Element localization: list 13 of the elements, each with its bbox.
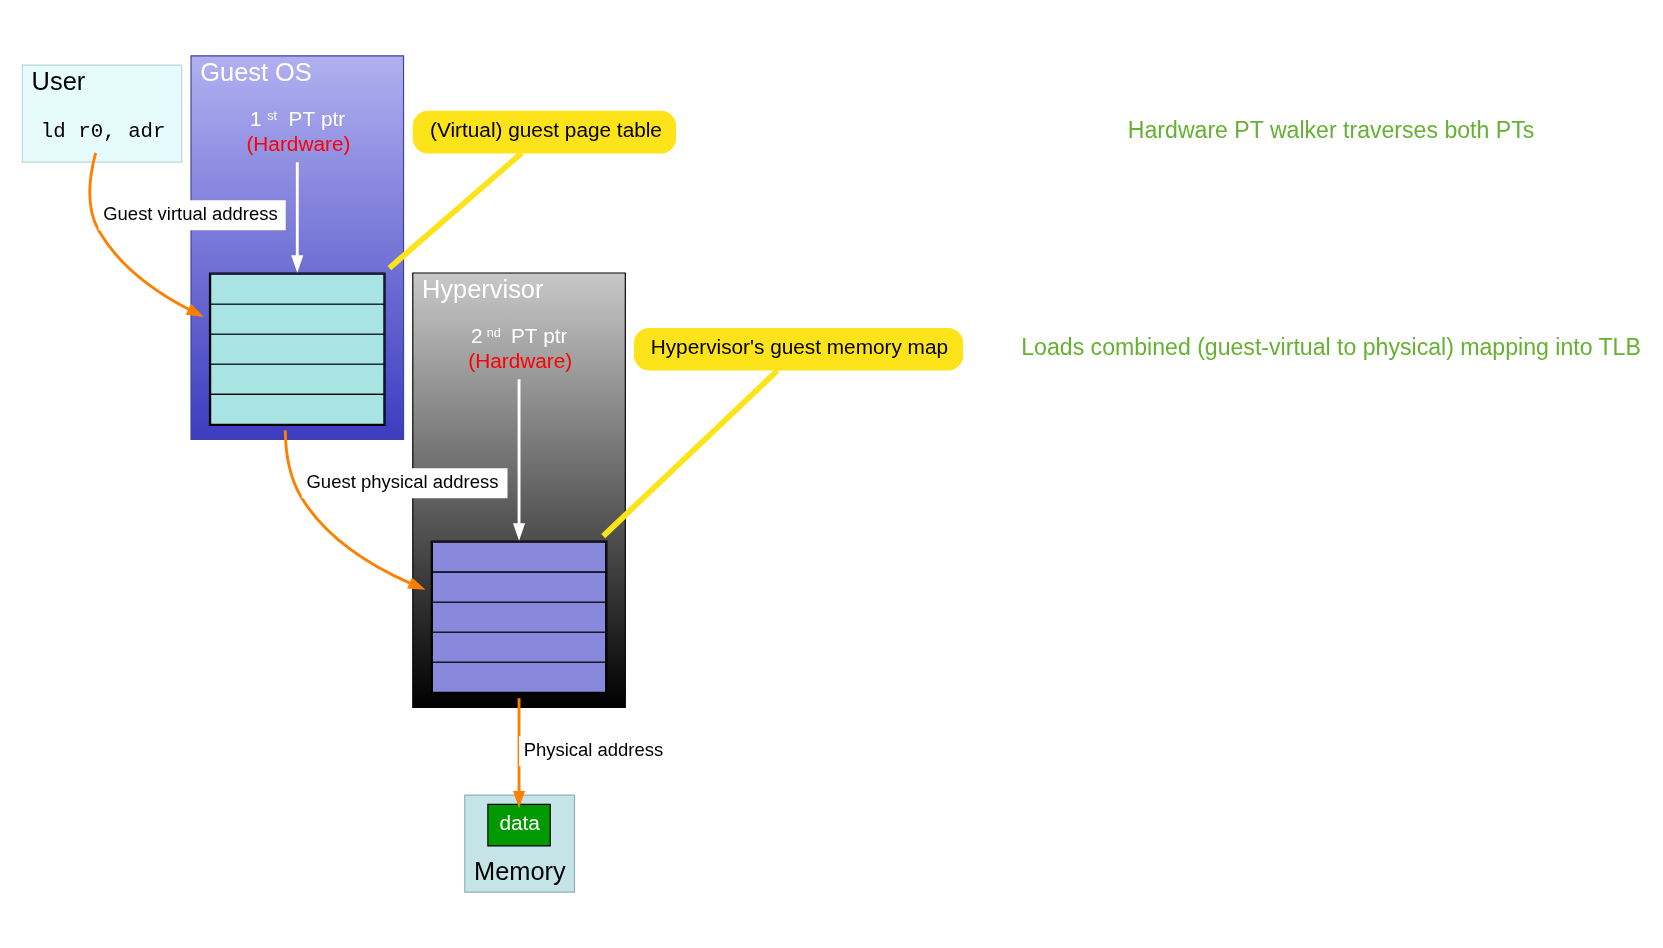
- node-box: (Virtual) guest page table: [412, 110, 677, 154]
- arrow: [512, 379, 526, 541]
- arrow: [283, 430, 426, 590]
- label: Hardware PT walker traverses both PTs: [1127, 116, 1535, 143]
- arrow: [88, 152, 204, 317]
- edge-label: Physical address: [523, 738, 664, 760]
- label: Loads combined (guest-virtual to physical) mapping into TLB: [1021, 334, 1641, 361]
- node-box: data: [487, 803, 551, 847]
- arrow: [512, 698, 526, 809]
- node-box: Hypervisor's guest memory map: [633, 327, 964, 371]
- arrow: [291, 162, 304, 273]
- connector: [387, 150, 524, 271]
- node-text: ld r0, adr: [40, 120, 166, 144]
